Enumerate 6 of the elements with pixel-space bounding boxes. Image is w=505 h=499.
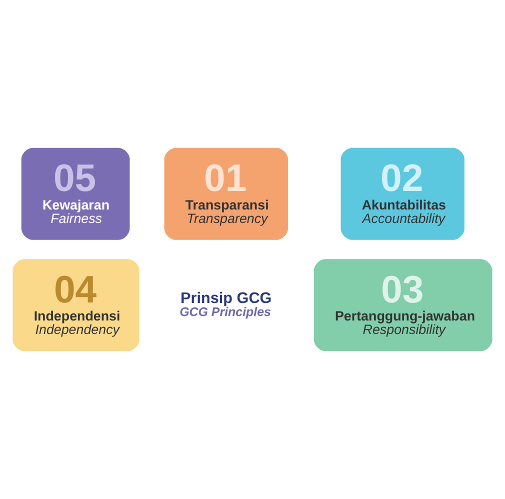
node-text: Prinsip GCG GCG Principles (180, 290, 272, 320)
node-box: 04 Independensi Independency (12, 259, 140, 352)
node-box: 01 Transparansi Transparency (164, 148, 288, 240)
node-box: 02 Akuntabilitas Accountability (340, 148, 464, 240)
node-box: 05 Kewajaran Fairness (21, 148, 130, 240)
node-box: 03 Pertanggung-jawaban Responsibility (314, 259, 492, 352)
